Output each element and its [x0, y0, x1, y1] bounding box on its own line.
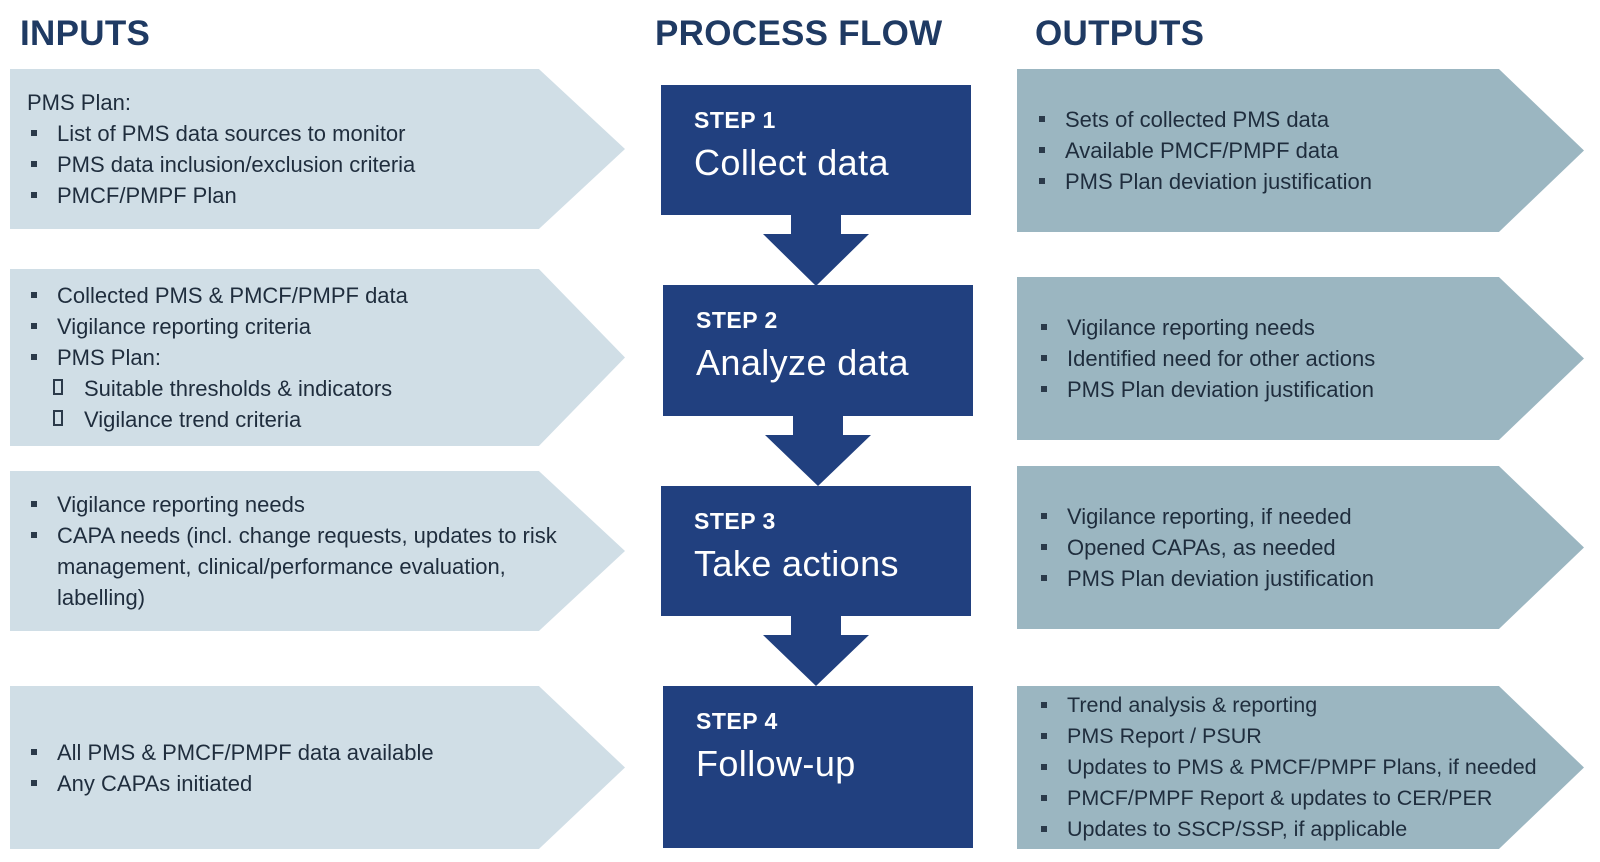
output-content-1: Sets of collected PMS data Available PMC… [1035, 69, 1505, 232]
input-1-item-2: PMS data inclusion/exclusion criteria [27, 149, 567, 180]
input-1-item-3: PMCF/PMPF Plan [27, 180, 567, 211]
input-4-item-2: Any CAPAs initiated [27, 768, 567, 799]
output-content-4: Trend analysis & reporting PMS Report / … [1037, 686, 1582, 849]
input-1-item-1: List of PMS data sources to monitor [27, 118, 567, 149]
step-1-box: STEP 1 Collect data [661, 85, 971, 215]
input-2-subitem-1: Suitable thresholds & indicators [27, 373, 567, 404]
input-1-lead: PMS Plan: [27, 90, 131, 115]
output-1-item-1: Sets of collected PMS data [1035, 104, 1505, 135]
output-1-item-3: PMS Plan deviation justification [1035, 166, 1505, 197]
output-content-3: Vigilance reporting, if needed Opened CA… [1037, 466, 1507, 629]
step-1-number: STEP 1 [694, 107, 776, 133]
input-content-4: All PMS & PMCF/PMPF data available Any C… [27, 686, 567, 849]
output-2-item-2: Identified need for other actions [1037, 343, 1507, 374]
input-2-item-2: Vigilance reporting criteria [27, 311, 567, 342]
step-4-title: Follow-up [696, 743, 856, 784]
output-arrow-2 [1017, 277, 1584, 440]
step-2-title: Analyze data [696, 342, 909, 383]
output-4-item-1: Trend analysis & reporting [1037, 690, 1582, 721]
input-4-item-1: All PMS & PMCF/PMPF data available [27, 737, 567, 768]
inputs-heading: INPUTS [20, 14, 151, 53]
input-arrow-2 [10, 269, 625, 446]
input-2-subitem-2: Vigilance trend criteria [27, 404, 567, 435]
output-2-item-1: Vigilance reporting needs [1037, 312, 1507, 343]
down-arrow-3 [763, 615, 869, 686]
step-4-number: STEP 4 [696, 708, 778, 734]
input-content-3: Vigilance reporting needs CAPA needs (in… [27, 471, 557, 631]
process-flow-heading: PROCESS FLOW [655, 14, 943, 53]
step-1-title: Collect data [694, 142, 889, 183]
down-arrow-2 [765, 415, 871, 486]
output-arrow-3 [1017, 466, 1584, 629]
output-3-item-2: Opened CAPAs, as needed [1037, 532, 1507, 563]
output-4-item-5: Updates to SSCP/SSP, if applicable [1037, 814, 1582, 845]
step-3-number: STEP 3 [694, 508, 776, 534]
input-arrow-1 [10, 69, 625, 229]
input-arrow-3 [10, 471, 625, 631]
input-2-item-1: Collected PMS & PMCF/PMPF data [27, 280, 567, 311]
output-arrow-1 [1017, 69, 1584, 232]
output-4-item-4: PMCF/PMPF Report & updates to CER/PER [1037, 783, 1582, 814]
step-2-box: STEP 2 Analyze data [663, 285, 973, 416]
step-2-number: STEP 2 [696, 307, 778, 333]
output-3-item-3: PMS Plan deviation justification [1037, 563, 1507, 594]
output-arrow-4 [1017, 686, 1584, 849]
input-3-item-2: CAPA needs (incl. change requests, updat… [27, 520, 557, 613]
input-2-item-3: PMS Plan: [27, 342, 567, 373]
output-2-item-3: PMS Plan deviation justification [1037, 374, 1507, 405]
output-1-item-2: Available PMCF/PMPF data [1035, 135, 1505, 166]
down-arrow-1 [763, 214, 869, 286]
step-4-box: STEP 4 Follow-up [663, 686, 973, 848]
output-content-2: Vigilance reporting needs Identified nee… [1037, 277, 1507, 440]
outputs-heading: OUTPUTS [1035, 14, 1205, 53]
output-4-item-3: Updates to PMS & PMCF/PMPF Plans, if nee… [1037, 752, 1582, 783]
input-content-2: Collected PMS & PMCF/PMPF data Vigilance… [27, 269, 567, 446]
input-arrow-4 [10, 686, 625, 849]
step-3-box: STEP 3 Take actions [661, 486, 971, 616]
output-3-item-1: Vigilance reporting, if needed [1037, 501, 1507, 532]
input-3-item-1: Vigilance reporting needs [27, 489, 557, 520]
output-4-item-2: PMS Report / PSUR [1037, 721, 1582, 752]
input-content-1: PMS Plan: List of PMS data sources to mo… [27, 69, 567, 229]
step-3-title: Take actions [694, 543, 899, 584]
